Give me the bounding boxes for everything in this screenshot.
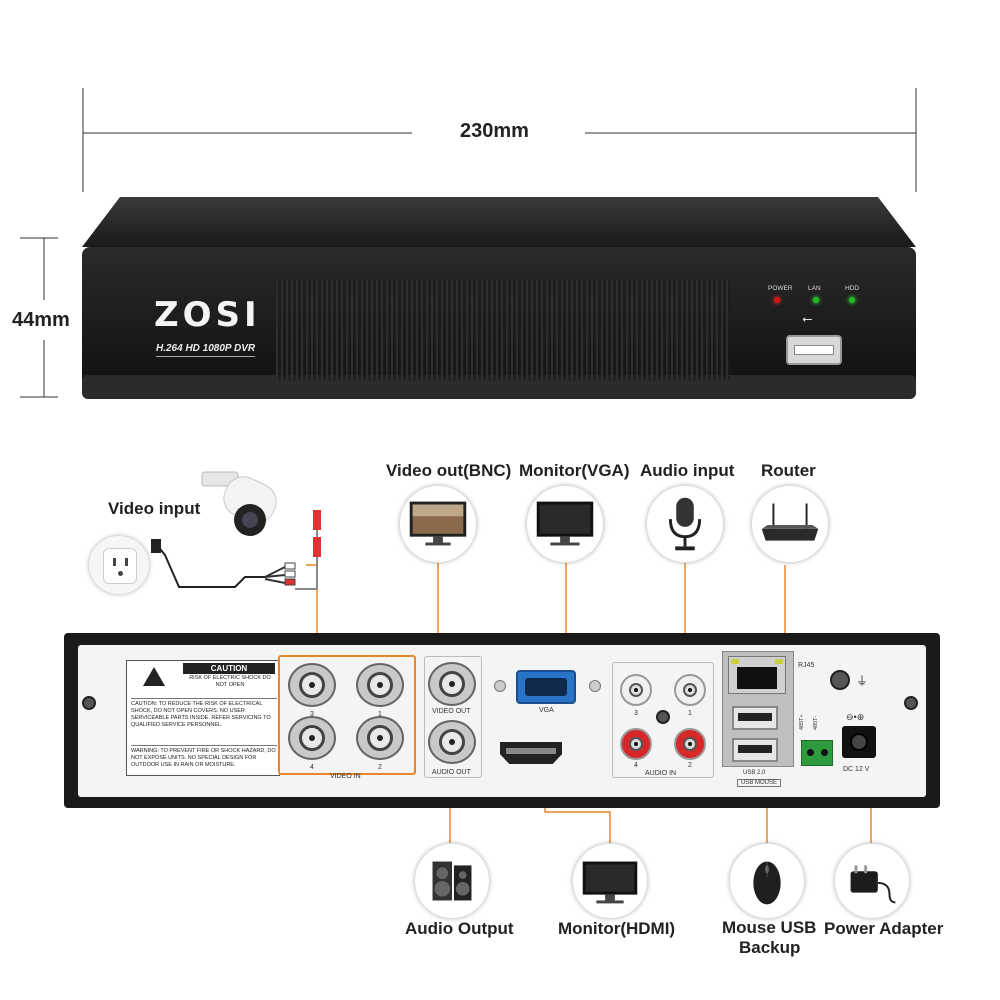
mouse-icon [753,861,781,905]
usb-symbol-icon: ⭠ [802,311,813,326]
dvr-subtitle: H.264 HD 1080P DVR [156,343,256,357]
monitor-vga-circle [526,485,604,563]
power-adapter-circle [834,843,910,919]
bnc-video-in-2[interactable] [356,716,404,760]
vga-port[interactable] [516,670,576,704]
audio-in-3: 3 [634,710,638,717]
front-vent-grille [276,279,728,381]
router-label: Router [761,461,816,480]
usb-port-2[interactable] [732,738,778,762]
usb-mouse-label: USB MOUSE [737,779,782,787]
video-in-3: 3 [310,711,314,718]
video-in-group [278,655,416,775]
mouse-usb-label: Mouse USB [722,918,817,937]
rj45-port[interactable] [728,656,786,694]
polarity-symbol-icon: ⊖•⊕ [846,712,865,722]
audio-output-label: Audio Output [405,919,514,938]
caution-box: CAUTION RISK OF ELECTRIC SHOCK DO NOT OP… [126,660,280,776]
video-out-bnc-label: Video out(BNC) [386,461,512,480]
bnc-audio-out[interactable] [428,720,476,764]
hdmi-port[interactable] [500,742,562,764]
video-in-4: 4 [310,764,314,771]
display-icon [409,501,467,546]
monitor-icon [536,501,594,546]
audio-in-1: 1 [688,710,692,717]
audio-in-4: 4 [634,762,638,769]
audio-in-group [612,662,714,778]
power-adapter-label: Power Adapter [824,919,944,938]
audio-out-label: AUDIO OUT [432,769,471,776]
power-label: POWER [768,285,793,292]
mount-screw-left [82,696,96,710]
lan-led [813,297,819,303]
caution-text: CAUTION: TO REDUCE THE RISK OF ELECTRICA… [131,698,277,729]
rca-audio-in-2[interactable] [674,728,706,760]
power-adapter-icon [850,865,896,904]
mouse-usb-circle [729,843,805,919]
audio-output-circle [414,843,490,919]
monitor-vga-label: Monitor(VGA) [519,461,630,480]
video-out-bnc-circle [399,485,477,563]
video-in-1: 1 [378,711,382,718]
rs485-plus-label: 485T+ [799,714,805,730]
caution-subtitle: RISK OF ELECTRIC SHOCK DO NOT OPEN [189,675,271,688]
rj45-label: RJ45 [798,662,815,669]
video-in-label: VIDEO IN [330,773,361,780]
front-usb-port[interactable] [786,335,842,365]
brand-logo: ZOSI [154,295,261,335]
warning-text: WARNING: TO PREVENT FIRE OR SHOCK HAZARD… [131,745,277,769]
camera-icon [198,462,286,546]
hdd-led [849,297,855,303]
hdd-label: HDD [845,285,860,292]
usb-label: USB 2.0 [743,770,766,776]
rca-audio-in-1[interactable] [674,674,706,706]
router-circle [751,485,829,563]
audio-input-label: Audio input [640,461,735,480]
vga-screw-right [589,680,601,692]
dvr-front: ZOSI H.264 HD 1080P DVR POWER LAN HDD ⭠ [80,195,918,405]
bnc-video-in-4[interactable] [288,716,336,760]
microphone-icon [668,497,702,551]
bnc-video-in-3[interactable] [288,663,336,707]
bnc-video-out[interactable] [428,662,476,706]
audio-in-label: AUDIO IN [645,770,677,777]
height-dimension: 44mm [12,309,70,331]
warning-triangle-icon [143,667,165,686]
dimension-lines [20,88,917,398]
video-input-label: Video input [108,499,201,518]
speaker-icon [432,861,472,901]
bnc-video-in-1[interactable] [356,663,404,707]
video-in-2: 2 [378,764,382,771]
router-icon [761,503,819,541]
wall-outlet-icon [88,535,150,595]
monitor-hdmi-label: Monitor(HDMI) [558,919,676,938]
width-dimension: 230mm [460,120,529,142]
usb-port-1[interactable] [732,706,778,730]
dc-power-jack[interactable] [842,726,876,758]
audio-input-circle [646,485,724,563]
dc-label: DC 12 V [843,766,870,773]
vga-label: VGA [539,707,554,714]
ground-symbol-icon: ⏚ [856,674,869,688]
video-out-label: VIDEO OUT [432,708,471,715]
vga-screw-left [494,680,506,692]
lan-label: LAN [808,285,821,292]
ground-screw [830,670,850,690]
video-out-group [424,656,482,778]
rca-audio-in-4[interactable] [620,728,652,760]
rs485-minus-label: 485T- [813,715,819,730]
power-led [774,297,780,303]
backup-label: Backup [739,938,801,957]
mount-screw-right [904,696,918,710]
caution-title: CAUTION [183,663,275,674]
audio-in-2: 2 [688,762,692,769]
rs485-terminal[interactable] [801,740,833,766]
monitor-hdmi-circle [572,843,648,919]
monitor-hdmi-icon [582,861,638,904]
camera-cable-icon [151,510,321,590]
rca-audio-in-3[interactable] [620,674,652,706]
ground-screw-center [656,710,670,724]
